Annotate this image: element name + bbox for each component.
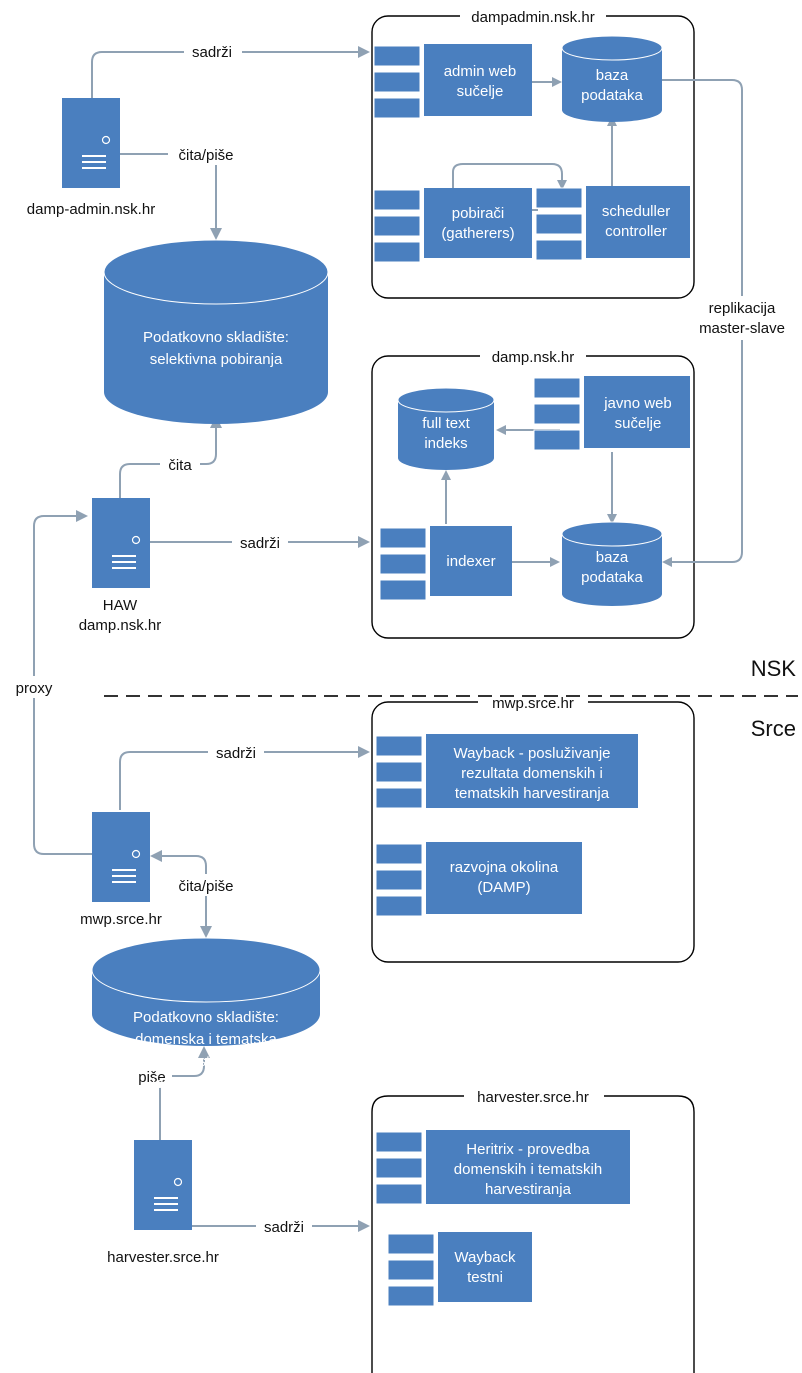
component-heritrix-line-1: Heritrix - provedba: [466, 1141, 590, 1158]
edge-labels: sadrži čita/piše čita sadrži replikacija…: [6, 40, 796, 1237]
label-replikacija-1: replikacija: [709, 300, 776, 317]
label-sadrzi-1: sadrži: [192, 44, 232, 61]
storage-selective-line-2: selektivna pobiranja: [150, 351, 283, 368]
label-cita: čita: [168, 457, 192, 474]
label-cita-pise-2: čita/piše: [178, 878, 233, 895]
server-harvester: harvester.srce.hr: [107, 1139, 219, 1266]
frame-harvester-title: harvester.srce.hr: [477, 1089, 589, 1106]
component-razvojna-line-1: razvojna okolina: [450, 859, 559, 876]
db-damp-line-1: baza: [596, 549, 629, 566]
component-wayback-line-3: tematskih harvestiranja: [455, 785, 610, 802]
component-razvojna-line-2: (DAMP): [477, 879, 530, 896]
component-javno-web: javno web sučelje: [533, 376, 690, 451]
label-sadrzi-4: sadrži: [264, 1219, 304, 1236]
component-javno-web-line-1: javno web: [603, 395, 672, 412]
component-pobiraci-line-1: pobirači: [452, 205, 505, 222]
zone-divider: NSK Srce: [104, 656, 798, 741]
storage-domain-line-1: Podatkovno skladište:: [133, 1009, 279, 1026]
component-scheduller: scheduller controller: [535, 186, 690, 261]
component-wayback-testni: Wayback testni: [387, 1232, 532, 1307]
storage-selective-line-1: Podatkovno skladište:: [143, 329, 289, 346]
zone-nsk-label: NSK: [751, 656, 797, 681]
label-sadrzi-2: sadrži: [240, 535, 280, 552]
component-pobiraci: pobirači (gatherers): [373, 188, 532, 263]
server-haw-label-1: HAW: [103, 597, 138, 614]
server-mwp-label: mwp.srce.hr: [80, 911, 162, 928]
component-razvojna: razvojna okolina (DAMP): [375, 842, 582, 917]
component-wayback-line-1: Wayback - posluživanje: [453, 745, 610, 762]
storage-selective: Podatkovno skladište: selektivna pobiran…: [103, 239, 329, 424]
frame-damp-title: damp.nsk.hr: [492, 349, 575, 366]
db-dampadmin: baza podataka: [561, 35, 663, 122]
label-cita-pise-1: čita/piše: [178, 147, 233, 164]
db-full-text: full text indeks: [397, 387, 495, 470]
storage-domain-line-4: Heritrix baza & log: [145, 1075, 268, 1092]
label-proxy: proxy: [16, 680, 53, 697]
component-scheduller-line-2: controller: [605, 223, 667, 240]
component-indexer: indexer: [379, 526, 512, 601]
component-admin-web-line-2: sučelje: [457, 83, 504, 100]
component-admin-web: admin web sučelje: [373, 44, 532, 119]
db-full-text-line-1: full text: [422, 415, 470, 432]
component-wayback: Wayback - posluživanje rezultata domensk…: [375, 734, 638, 809]
server-damp-admin: damp-admin.nsk.hr: [27, 97, 155, 218]
component-pobiraci-line-2: (gatherers): [441, 225, 514, 242]
server-haw-label-2: damp.nsk.hr: [79, 617, 162, 634]
component-heritrix-line-3: harvestiranja: [485, 1181, 572, 1198]
component-wayback-testni-line-1: Wayback: [454, 1249, 516, 1266]
db-damp-line-2: podataka: [581, 569, 643, 586]
component-wayback-line-2: rezultata domenskih i: [461, 765, 603, 782]
label-pise: piše: [138, 1069, 166, 1086]
component-wayback-testni-line-2: testni: [467, 1269, 503, 1286]
storage-domain-line-3: harvestiranja,: [161, 1053, 251, 1070]
label-sadrzi-3: sadrži: [216, 745, 256, 762]
server-harvester-label: harvester.srce.hr: [107, 1249, 219, 1266]
component-javno-web-line-2: sučelje: [615, 415, 662, 432]
component-scheduller-line-1: scheduller: [602, 203, 670, 220]
server-damp-admin-label: damp-admin.nsk.hr: [27, 201, 155, 218]
db-dampadmin-line-1: baza: [596, 67, 629, 84]
server-mwp: mwp.srce.hr: [80, 811, 162, 928]
component-indexer-label: indexer: [446, 553, 495, 570]
db-dampadmin-line-2: podataka: [581, 87, 643, 104]
frame-mwp-title: mwp.srce.hr: [492, 695, 574, 712]
db-damp: baza podataka: [561, 521, 663, 606]
component-heritrix: Heritrix - provedba domenskih i tematski…: [375, 1130, 630, 1205]
frame-dampadmin-title: dampadmin.nsk.hr: [471, 9, 594, 26]
component-heritrix-line-2: domenskih i tematskih: [454, 1161, 602, 1178]
component-admin-web-line-1: admin web: [444, 63, 517, 80]
storage-domain: Podatkovno skladište: domenska i tematsk…: [91, 937, 321, 1092]
zone-srce-label: Srce: [751, 716, 796, 741]
server-haw: HAW damp.nsk.hr: [79, 497, 162, 634]
db-full-text-line-2: indeks: [424, 435, 467, 452]
storage-domain-line-2: domenska i tematska: [135, 1031, 277, 1048]
label-replikacija-2: master-slave: [699, 320, 785, 337]
